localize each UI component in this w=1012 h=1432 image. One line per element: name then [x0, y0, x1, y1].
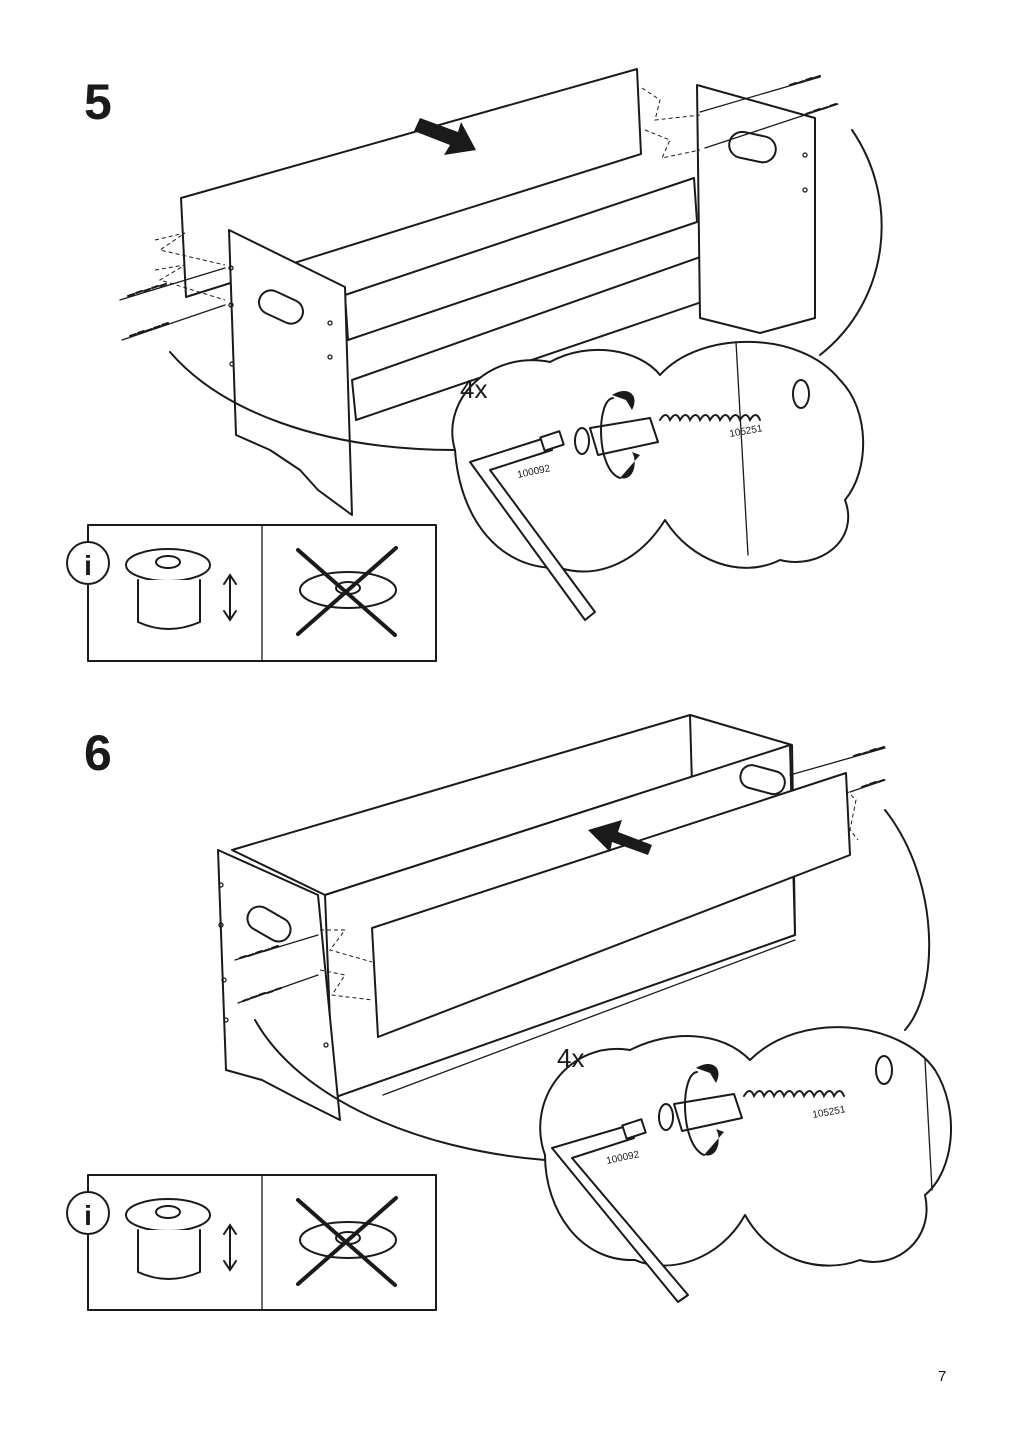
- info-icon: i: [84, 550, 92, 581]
- step-illustration: 4x 100092 105251 i: [66, 714, 952, 1311]
- step-number: 6: [84, 725, 112, 781]
- info-icon: i: [84, 1200, 92, 1231]
- step-illustration: 4x 100092 105251 i: [66, 68, 883, 662]
- page-number: 7: [938, 1368, 947, 1385]
- quantity-label: 4x: [557, 1043, 584, 1073]
- direction-arrow: [588, 820, 652, 855]
- direction-arrow: [414, 118, 476, 155]
- step-number: 5: [84, 74, 112, 130]
- quantity-label: 4x: [460, 374, 487, 404]
